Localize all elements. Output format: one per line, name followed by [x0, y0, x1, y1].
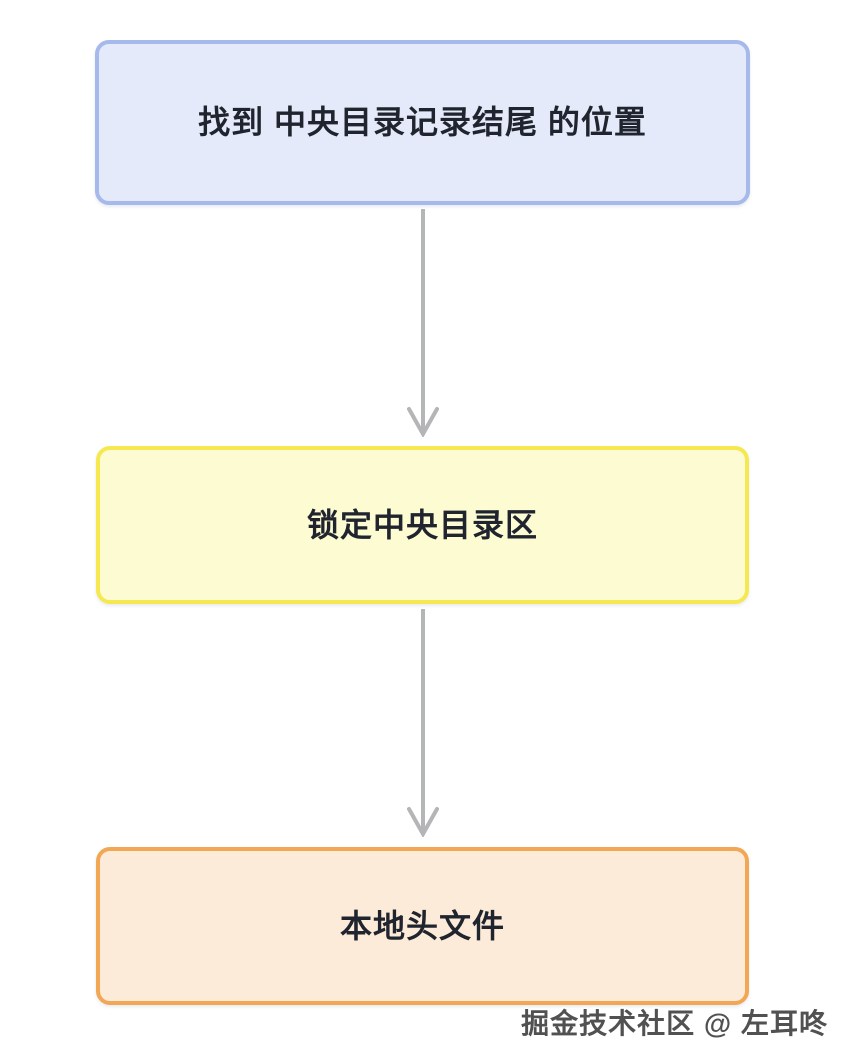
flow-node-label-find-eocd: 找到 中央目录记录结尾 的位置 [198, 104, 647, 141]
flow-node-label-lock-central-directory: 锁定中央目录区 [306, 506, 538, 543]
flow-node-label-local-file-header: 本地头文件 [339, 907, 505, 944]
flow-node-lock-central-directory: 锁定中央目录区 [96, 446, 749, 604]
arrow-down-icon [407, 209, 439, 437]
watermark: 掘金技术社区 @ 左耳咚 [521, 1008, 828, 1039]
flow-node-local-file-header: 本地头文件 [96, 847, 749, 1005]
arrow-down-icon [407, 609, 439, 837]
flow-node-find-eocd: 找到 中央目录记录结尾 的位置 [95, 40, 750, 205]
